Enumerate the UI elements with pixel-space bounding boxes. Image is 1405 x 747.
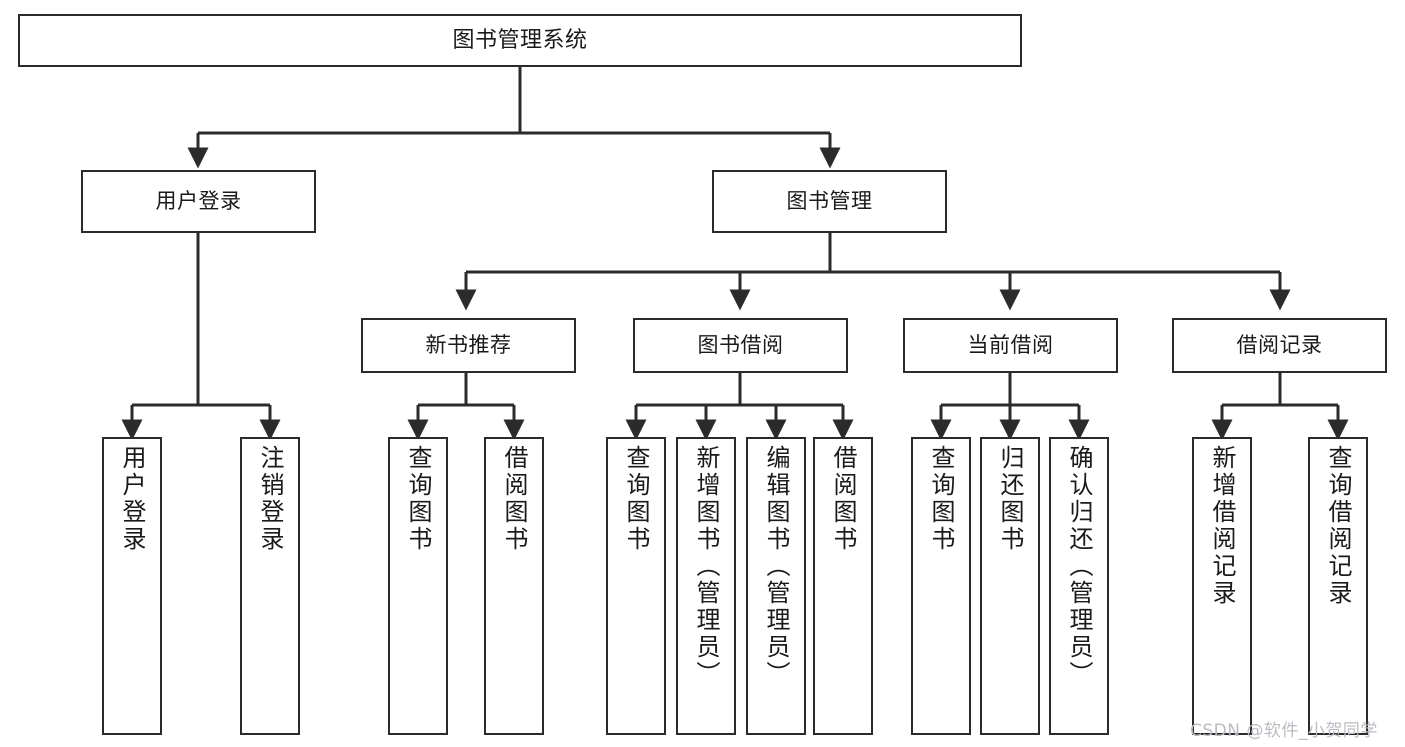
node-label: 借阅图书 — [829, 445, 857, 553]
leaf-user-login[interactable]: 用户登录 — [102, 437, 162, 735]
leaf-borrow-book[interactable]: 借阅图书 — [813, 437, 873, 735]
node-label: 查询图书 — [622, 445, 650, 553]
leaf-query-book-current[interactable]: 查询图书 — [911, 437, 971, 735]
leaf-edit-book-admin[interactable]: 编辑图书（管理员） — [746, 437, 806, 735]
node-label: 确认归还（管理员） — [1065, 445, 1093, 688]
node-label: 归还图书 — [996, 445, 1024, 553]
node-label: 新增借阅记录 — [1208, 445, 1236, 607]
node-label: 新书推荐 — [425, 333, 512, 358]
node-user-login[interactable]: 用户登录 — [81, 170, 316, 233]
leaf-query-book-borrow[interactable]: 查询图书 — [606, 437, 666, 735]
node-label: 查询图书 — [927, 445, 955, 553]
node-label: 注销登录 — [256, 445, 284, 553]
node-current-borrow[interactable]: 当前借阅 — [903, 318, 1118, 373]
node-label: 新增图书（管理员） — [692, 445, 720, 688]
node-label: 用户登录 — [155, 189, 242, 214]
node-borrow-records[interactable]: 借阅记录 — [1172, 318, 1387, 373]
node-label: 用户登录 — [118, 445, 146, 553]
leaf-borrow-book-recommend[interactable]: 借阅图书 — [484, 437, 544, 735]
node-new-book-recommend[interactable]: 新书推荐 — [361, 318, 576, 373]
node-book-borrow[interactable]: 图书借阅 — [633, 318, 848, 373]
leaf-query-book-recommend[interactable]: 查询图书 — [388, 437, 448, 735]
node-label: 查询图书 — [404, 445, 432, 553]
node-label: 图书管理系统 — [452, 27, 588, 53]
node-root-system[interactable]: 图书管理系统 — [18, 14, 1022, 67]
leaf-logout[interactable]: 注销登录 — [240, 437, 300, 735]
leaf-query-borrow-record[interactable]: 查询借阅记录 — [1308, 437, 1368, 735]
node-label: 编辑图书（管理员） — [762, 445, 790, 688]
node-label: 借阅记录 — [1236, 333, 1323, 358]
leaf-return-book[interactable]: 归还图书 — [980, 437, 1040, 735]
node-label: 图书管理 — [786, 189, 873, 214]
node-label: 查询借阅记录 — [1324, 445, 1352, 607]
leaf-confirm-return-admin[interactable]: 确认归还（管理员） — [1049, 437, 1109, 735]
node-label: 当前借阅 — [967, 333, 1054, 358]
node-book-management[interactable]: 图书管理 — [712, 170, 947, 233]
node-label: 借阅图书 — [500, 445, 528, 553]
node-label: 图书借阅 — [697, 333, 784, 358]
leaf-add-book-admin[interactable]: 新增图书（管理员） — [676, 437, 736, 735]
watermark-text: CSDN @软件_小贺同学 — [1190, 721, 1378, 741]
leaf-add-borrow-record[interactable]: 新增借阅记录 — [1192, 437, 1252, 735]
